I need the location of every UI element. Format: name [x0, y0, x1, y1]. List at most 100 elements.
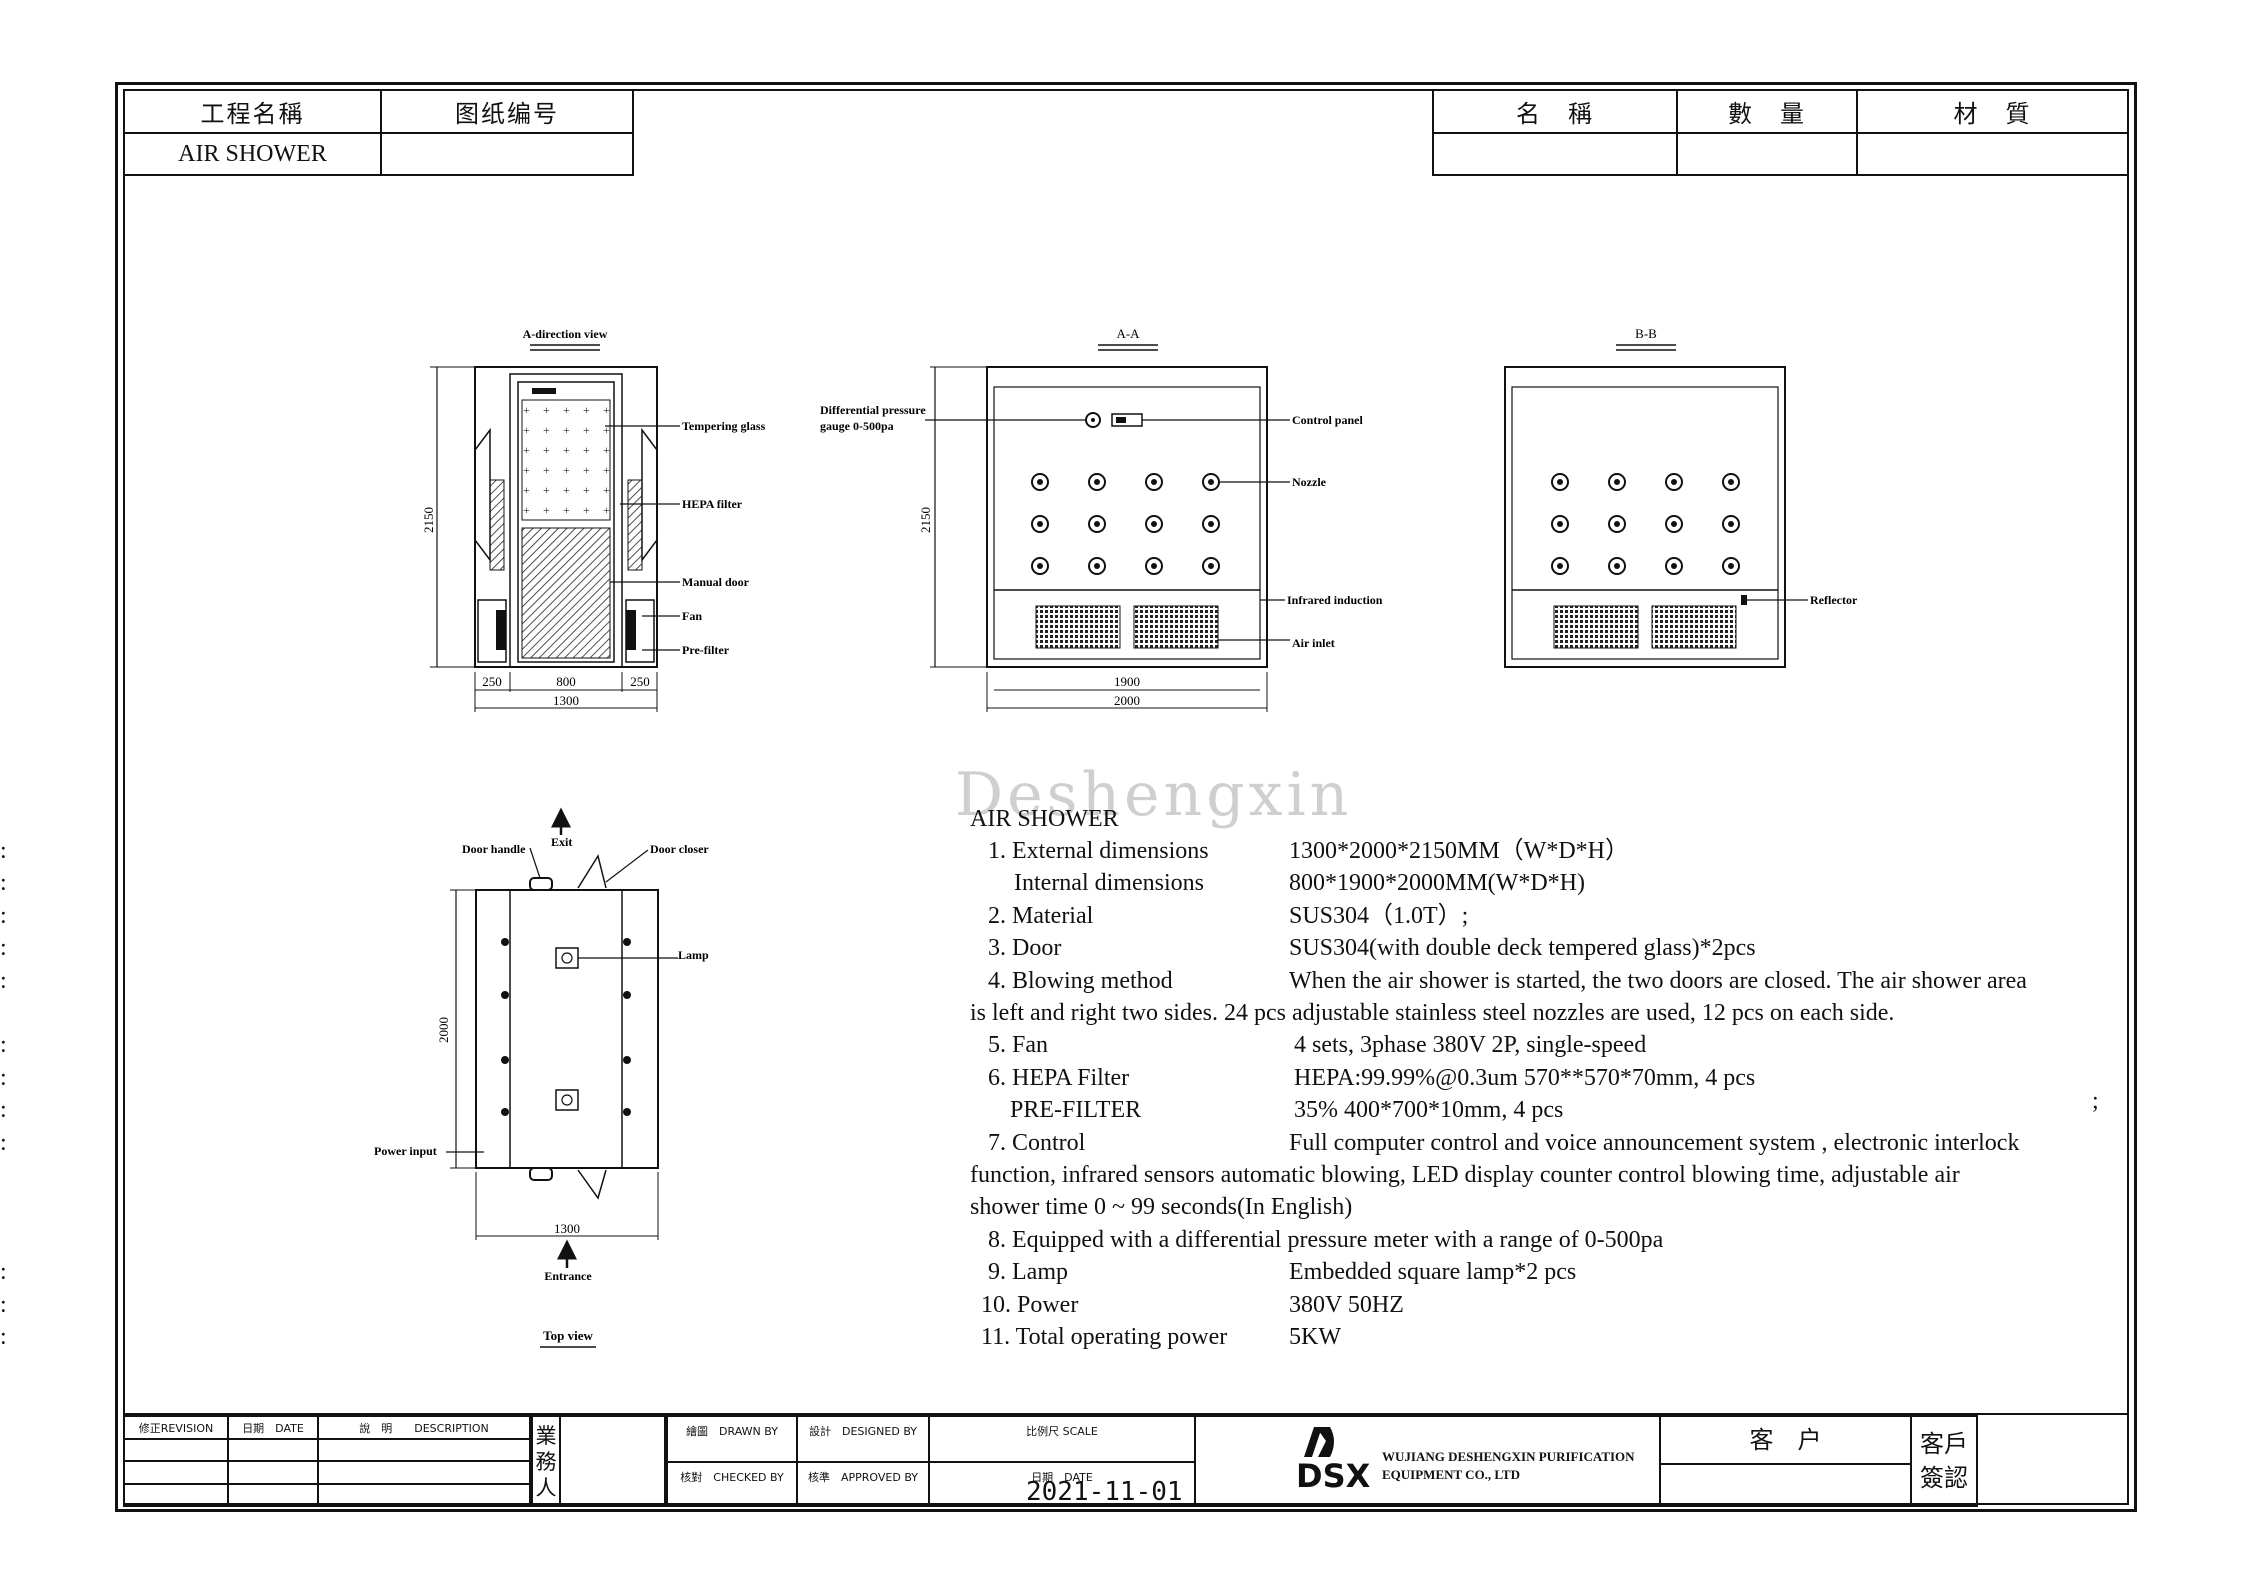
scale-label: 比例尺 SCALE [928, 1415, 1196, 1463]
label-lamp: Lamp [678, 948, 709, 962]
designed-by-label: 設計 DESIGNED BY [796, 1415, 930, 1463]
date2-label: 日期 DATE [1031, 1471, 1093, 1484]
spec-heading: AIR SHOWER [970, 806, 1119, 832]
logo-text: DSX [1296, 1457, 1371, 1495]
rev-cell [227, 1460, 319, 1485]
label-door-handle: Door handle [462, 842, 526, 856]
label-tempering-glass: Tempering glass [682, 419, 766, 433]
customer-box: 客 户 [1661, 1415, 1912, 1507]
spec-7-cont2: shower time 0 ~ 99 seconds(In English) [970, 1194, 1353, 1220]
project-name-label: 工程名稱 [123, 89, 382, 134]
a-direction-view: A-direction view Tempering glass HEPA fi… [421, 327, 766, 712]
name-label: 名 稱 [1432, 89, 1678, 134]
spec-11-label: 11. Total operating power [981, 1324, 1228, 1350]
label-fan: Fan [682, 609, 702, 623]
spec-8-label: 8. Equipped with a differential pressure… [988, 1227, 1664, 1253]
customer-label: 客 户 [1661, 1417, 1910, 1465]
dim-a-w3: 250 [630, 674, 650, 689]
spec-4-label: 4. Blowing method [988, 968, 1173, 994]
label-air-inlet: Air inlet [1292, 636, 1335, 650]
revision-label: 修正REVISION [123, 1415, 229, 1440]
spec-10-label: 10. Power [981, 1292, 1079, 1318]
spec-4-value: When the air shower is started, the two … [1289, 968, 2027, 994]
dim-a-w2: 800 [556, 674, 576, 689]
qty-label: 數 量 [1676, 89, 1858, 134]
rev-cell [123, 1482, 229, 1508]
salesman-label: 業務人 [531, 1415, 561, 1507]
bottom-title-block: 修正REVISION 日期 DATE 說 明 DESCRIPTION 業務人 繪… [123, 1413, 2129, 1508]
spec-10-value: 380V 50HZ [1289, 1292, 1404, 1318]
spec-1-label: 1. External dimensions [988, 838, 1209, 864]
spec-5-colon: : [0, 1032, 7, 1058]
dim-a-w1: 250 [482, 674, 502, 689]
spec-6-label: 6. HEPA Filter [988, 1065, 1130, 1091]
label-manual-door: Manual door [682, 575, 750, 589]
spec-3-colon: : [0, 935, 7, 961]
rev-cell [227, 1437, 319, 1463]
stray-mark: ; [2092, 1088, 2099, 1114]
dim-top-depth: 2000 [436, 1017, 451, 1043]
spec-3-label: 3. Door [988, 935, 1062, 961]
spec-2-colon: : [0, 903, 7, 929]
spec-1-value: 1300*2000*2150MM（W*D*H） [1289, 838, 1629, 864]
spec-5-label: 5. Fan [988, 1032, 1048, 1058]
label-reflector: Reflector [1810, 593, 1858, 607]
qty-value [1676, 132, 1858, 176]
section-bb-title: B-B [1635, 326, 1657, 341]
spec-9-value: Embedded square lamp*2 pcs [1289, 1259, 1577, 1285]
drawing-info-table: 繪圖 DRAWN BY 設計 DESIGNED BY 比例尺 SCALE 核對 … [666, 1415, 1196, 1507]
label-nozzle: Nozzle [1292, 475, 1327, 489]
rev-cell [123, 1437, 229, 1463]
spec-7-label: 7. Control [988, 1130, 1086, 1156]
label-diff-pressure-2: gauge 0-500pa [820, 419, 894, 433]
label-entrance: Entrance [544, 1269, 592, 1283]
spec-1b-label: Internal dimensions [1014, 870, 1204, 896]
spec-1b-colon: : [0, 870, 7, 896]
customer-confirm-label: 客戶簽認 [1912, 1415, 1978, 1507]
date-value: 2021-11-01 [1026, 1477, 1183, 1507]
label-hepa-filter: HEPA filter [682, 497, 743, 511]
spec-5-value: 4 sets, 3phase 380V 2P, single-speed [1294, 1032, 1647, 1058]
top-view: Door handle Exit Door closer Lamp Power … [374, 807, 709, 1348]
spec-6b-label: PRE-FILTER [1010, 1097, 1142, 1123]
spec-11-colon: : [0, 1324, 7, 1350]
a-direction-title: A-direction view [523, 327, 608, 341]
dim-top-width: 1300 [554, 1221, 580, 1236]
title-block-left: 工程名稱 图纸编号 AIR SHOWER [123, 89, 634, 176]
spec-1b-value: 800*1900*2000MM(W*D*H) [1289, 870, 1585, 896]
spec-2-label: 2. Material [988, 903, 1094, 929]
label-pre-filter: Pre-filter [682, 643, 730, 657]
spec-11-value: 5KW [1289, 1324, 1341, 1350]
rev-cell [317, 1482, 531, 1508]
section-bb-view: B-B Reflector [1504, 326, 1858, 668]
revision-table: 修正REVISION 日期 DATE 說 明 DESCRIPTION [123, 1415, 531, 1508]
rev-cell [227, 1482, 319, 1508]
dim-aa-height: 2150 [918, 507, 933, 533]
outer-frame [115, 82, 2137, 1512]
spec-7-value: Full computer control and voice announce… [1289, 1130, 2020, 1156]
label-exit: Exit [551, 835, 572, 849]
material-value [1856, 132, 2129, 176]
dim-a-total: 1300 [553, 693, 579, 708]
spec-7-cont1: function, infrared sensors automatic blo… [970, 1162, 1960, 1188]
label-infrared: Infrared induction [1287, 593, 1383, 607]
spec-6-colon: : [0, 1065, 7, 1091]
checked-by-label: 核對 CHECKED BY [666, 1461, 798, 1507]
nozzle-grid-aa [1031, 473, 1220, 575]
title-block-right: 名 稱 數 量 材 質 [1432, 89, 2129, 176]
label-power-input: Power input [374, 1144, 437, 1158]
label-control-panel: Control panel [1292, 413, 1363, 427]
spec-6b-colon: : [0, 1097, 7, 1123]
spec-2-value: SUS304（1.0T）; [1289, 903, 1469, 929]
section-aa-view: A-A Differential pressure gauge 0-500p [820, 326, 1383, 712]
rev-cell [123, 1460, 229, 1485]
material-label: 材 質 [1856, 89, 2129, 134]
salesman-value [561, 1415, 666, 1507]
drawing-no-label: 图纸编号 [380, 89, 634, 134]
spec-9-colon: : [0, 1259, 7, 1285]
project-name: AIR SHOWER [123, 132, 382, 176]
top-view-title: Top view [543, 1328, 593, 1343]
dim-a-height: 2150 [421, 507, 436, 533]
drawing-no-value [380, 132, 634, 176]
